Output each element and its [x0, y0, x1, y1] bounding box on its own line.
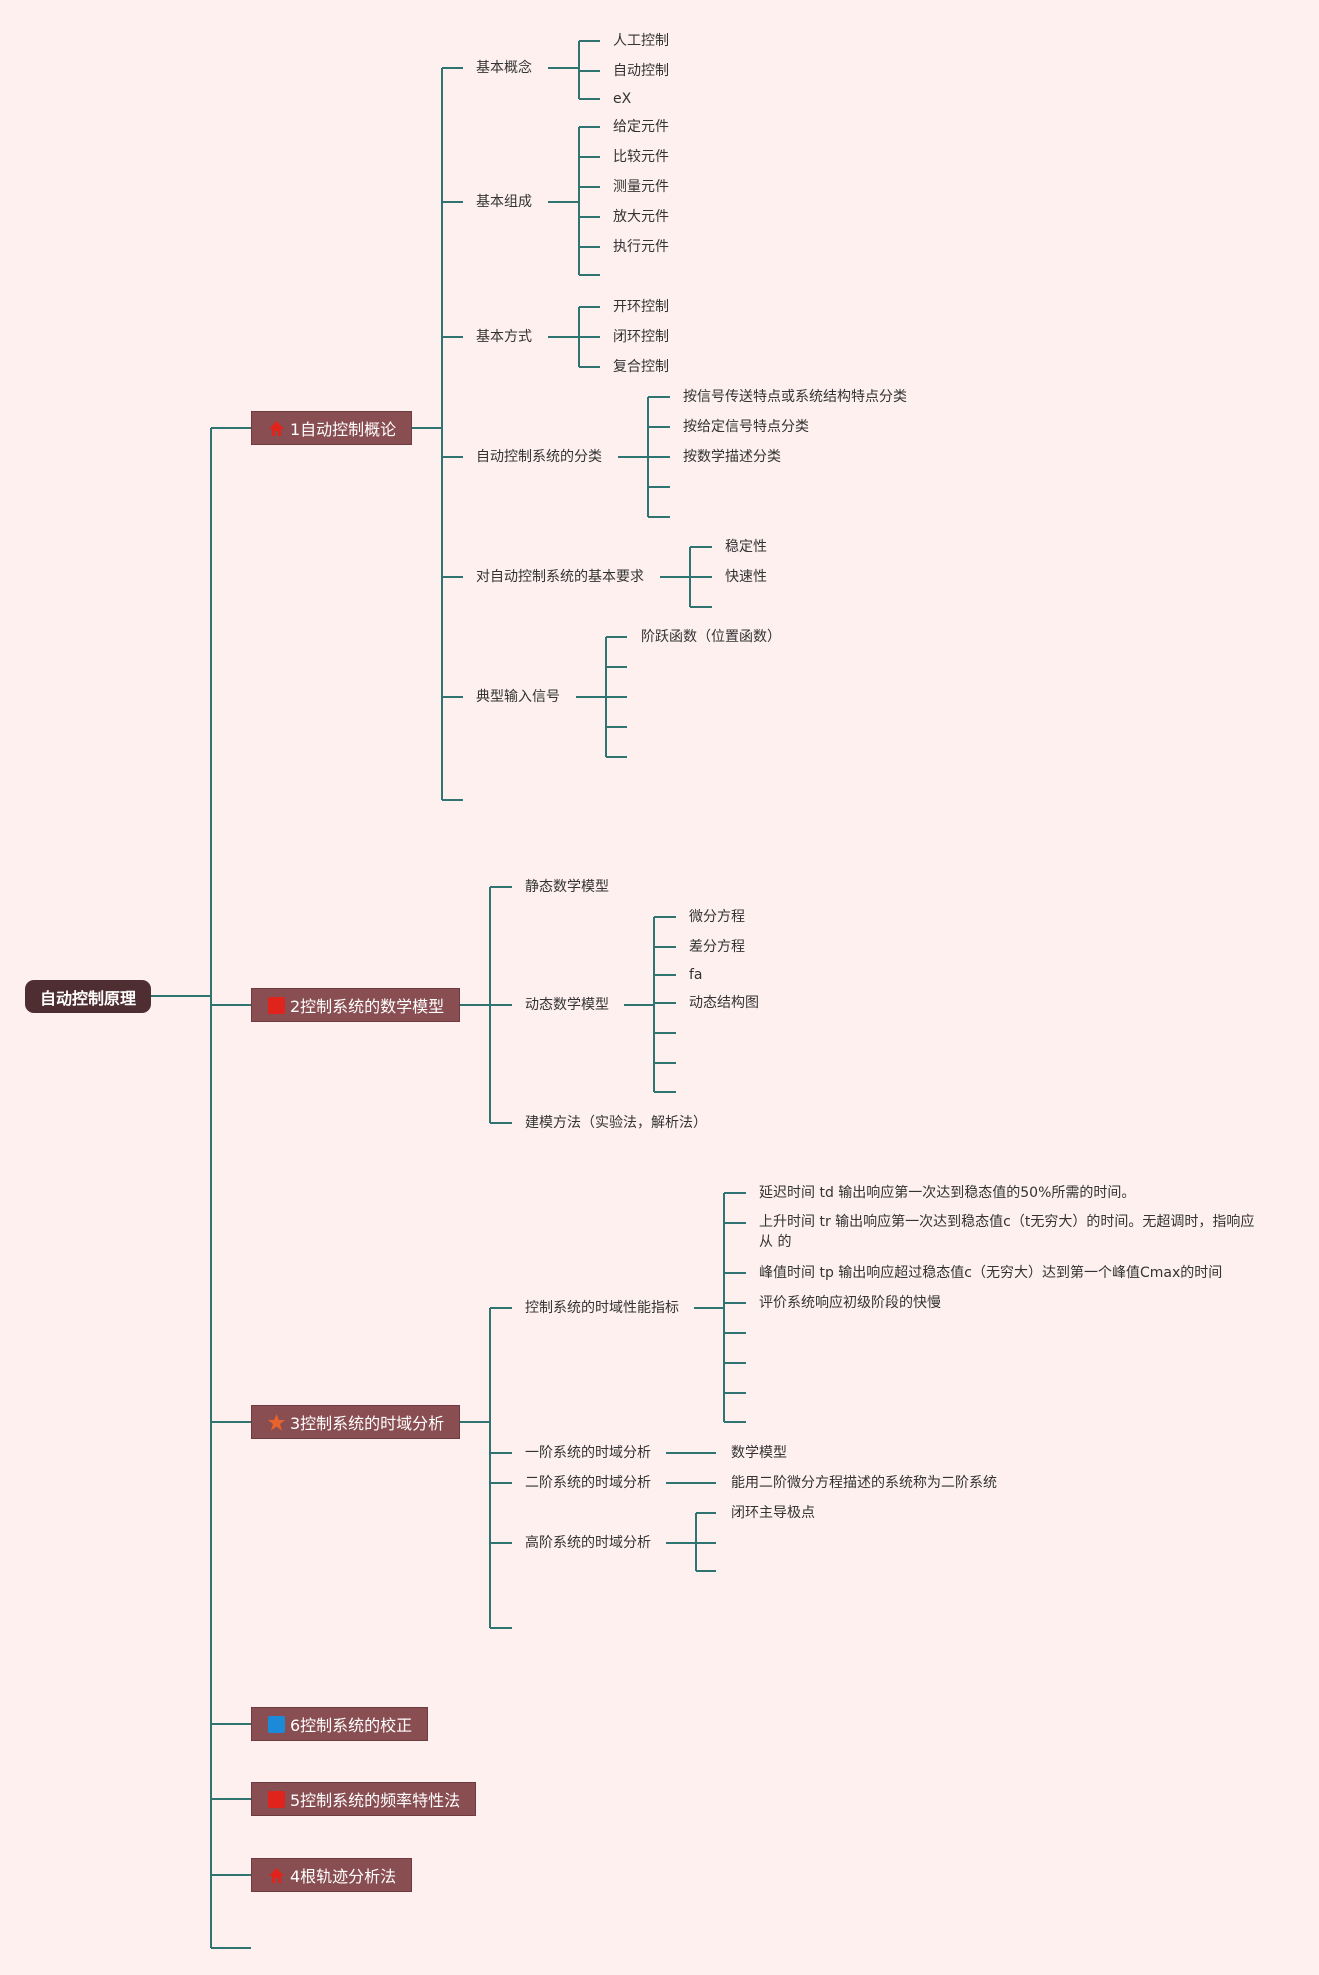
red-square-icon: [267, 1790, 286, 1809]
subtopic-first-order[interactable]: 一阶系统的时域分析: [525, 1445, 651, 1461]
branch-4-label: 4根轨迹分析法: [290, 1867, 397, 1886]
leaf-item[interactable]: 快速性: [725, 569, 767, 585]
leaf-item[interactable]: 动态结构图: [689, 995, 759, 1011]
leaf-item[interactable]: 微分方程: [689, 909, 745, 925]
branch-5-label: 5控制系统的频率特性法: [290, 1791, 461, 1810]
leaf-item[interactable]: 人工控制: [613, 33, 669, 49]
leaf-item[interactable]: 稳定性: [725, 539, 767, 555]
leaf-item[interactable]: 放大元件: [613, 209, 669, 225]
subtopic-basic-mode[interactable]: 基本方式: [476, 329, 532, 345]
leaf-item[interactable]: 测量元件: [613, 179, 669, 195]
subtopic-static-model[interactable]: 静态数学模型: [525, 879, 609, 895]
subtopic-basic-composition[interactable]: 基本组成: [476, 194, 532, 210]
leaf-item[interactable]: 给定元件: [613, 119, 669, 135]
leaf-item[interactable]: 按数学描述分类: [683, 449, 781, 465]
leaf-item[interactable]: 上升时间 tr 输出响应第一次达到稳态值c（t无穷大）的时间。无超调时，指响应从…: [759, 1214, 1255, 1250]
branch-3[interactable]: 3控制系统的时域分析: [251, 1405, 460, 1439]
branch-6[interactable]: 6控制系统的校正: [251, 1707, 428, 1741]
leaf-item[interactable]: 按信号传送特点或系统结构特点分类: [683, 389, 907, 405]
leaf-item[interactable]: 能用二阶微分方程描述的系统称为二阶系统: [731, 1475, 997, 1491]
leaf-item[interactable]: 闭环控制: [613, 329, 669, 345]
star-icon: [267, 1413, 286, 1432]
subtopic-dynamic-model[interactable]: 动态数学模型: [525, 997, 609, 1013]
leaf-item[interactable]: 闭环主导极点: [731, 1505, 815, 1521]
house-icon: [267, 1866, 286, 1885]
branch-2-label: 2控制系统的数学模型: [290, 997, 445, 1016]
leaf-item[interactable]: 评价系统响应初级阶段的快慢: [759, 1295, 941, 1311]
red-square-icon: [267, 996, 286, 1015]
leaf-item[interactable]: 按给定信号特点分类: [683, 419, 809, 435]
branch-5[interactable]: 5控制系统的频率特性法: [251, 1782, 476, 1816]
branch-1-label: 1自动控制概论: [290, 420, 397, 439]
leaf-item[interactable]: 比较元件: [613, 149, 669, 165]
subtopic-input-signal[interactable]: 典型输入信号: [476, 689, 560, 705]
leaf-item[interactable]: 执行元件: [613, 239, 669, 255]
leaf-item[interactable]: 峰值时间 tp 输出响应超过稳态值c（无穷大）达到第一个峰值Cmax的时间: [759, 1265, 1223, 1281]
branch-2[interactable]: 2控制系统的数学模型: [251, 988, 460, 1022]
leaf-item[interactable]: 复合控制: [613, 359, 669, 375]
leaf-item[interactable]: 差分方程: [689, 939, 745, 955]
leaf-item[interactable]: 开环控制: [613, 299, 669, 315]
root-node[interactable]: 自动控制原理: [25, 980, 151, 1013]
branch-1[interactable]: 1自动控制概论: [251, 411, 412, 445]
leaf-item[interactable]: 自动控制: [613, 63, 669, 79]
leaf-item[interactable]: 阶跃函数（位置函数）: [641, 629, 781, 645]
subtopic-second-order[interactable]: 二阶系统的时域分析: [525, 1475, 651, 1491]
branch-4[interactable]: 4根轨迹分析法: [251, 1858, 412, 1892]
leaf-item[interactable]: 延迟时间 td 输出响应第一次达到稳态值的50%所需的时间。: [759, 1185, 1136, 1201]
blue-square-icon: [267, 1715, 286, 1734]
subtopic-high-order[interactable]: 高阶系统的时域分析: [525, 1535, 651, 1551]
subtopic-performance-index[interactable]: 控制系统的时域性能指标: [525, 1300, 679, 1316]
house-icon: [267, 419, 286, 438]
leaf-item[interactable]: fa: [689, 967, 703, 983]
subtopic-modeling-method[interactable]: 建模方法（实验法，解析法）: [525, 1115, 707, 1131]
leaf-item[interactable]: 数学模型: [731, 1445, 787, 1461]
branch-3-label: 3控制系统的时域分析: [290, 1414, 445, 1433]
branch-6-label: 6控制系统的校正: [290, 1716, 413, 1735]
subtopic-basic-concept[interactable]: 基本概念: [476, 60, 532, 76]
root-label: 自动控制原理: [39, 988, 136, 1008]
leaf-item[interactable]: eX: [613, 91, 632, 107]
subtopic-classification[interactable]: 自动控制系统的分类: [476, 449, 602, 465]
subtopic-requirements[interactable]: 对自动控制系统的基本要求: [476, 569, 644, 585]
